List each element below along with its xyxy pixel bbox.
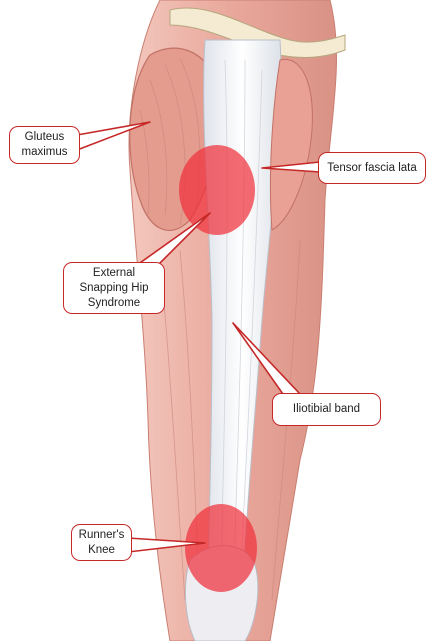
gluteus-maximus-label: Gluteus maximus — [9, 126, 80, 164]
runners-knee-highlight — [185, 504, 257, 592]
external-snapping-hip-label: External Snapping Hip Syndrome — [63, 262, 165, 314]
runners-knee-label: Runner's Knee — [71, 524, 132, 561]
snapping-hip-highlight — [179, 145, 255, 235]
iliotibial-band-label: Iliotibial band — [272, 393, 381, 426]
tensor-fascia-lata-label: Tensor fascia lata — [318, 152, 426, 184]
